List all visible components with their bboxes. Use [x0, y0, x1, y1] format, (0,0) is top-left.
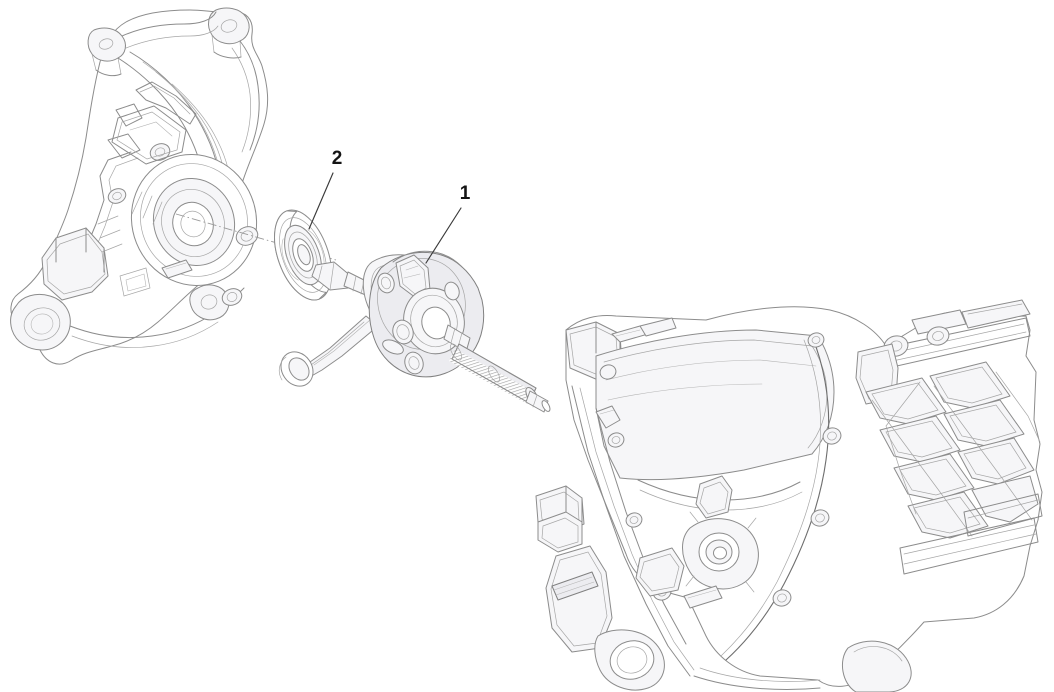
callout-1-label: 1: [460, 183, 471, 204]
part-crankshaft: [278, 250, 551, 413]
callout-2: 2: [308, 148, 343, 230]
part-crankshaft-bearing: [274, 209, 332, 301]
callout-2-leader: [308, 172, 334, 230]
callout-2-label: 2: [332, 148, 343, 169]
crankcase-rib-lattice: [865, 361, 1039, 539]
part-right-crankcase-half: [535, 299, 1043, 692]
part-left-crankcase-half: [10, 7, 269, 365]
callout-1-leader: [425, 207, 462, 264]
callout-1: 1: [425, 183, 471, 264]
